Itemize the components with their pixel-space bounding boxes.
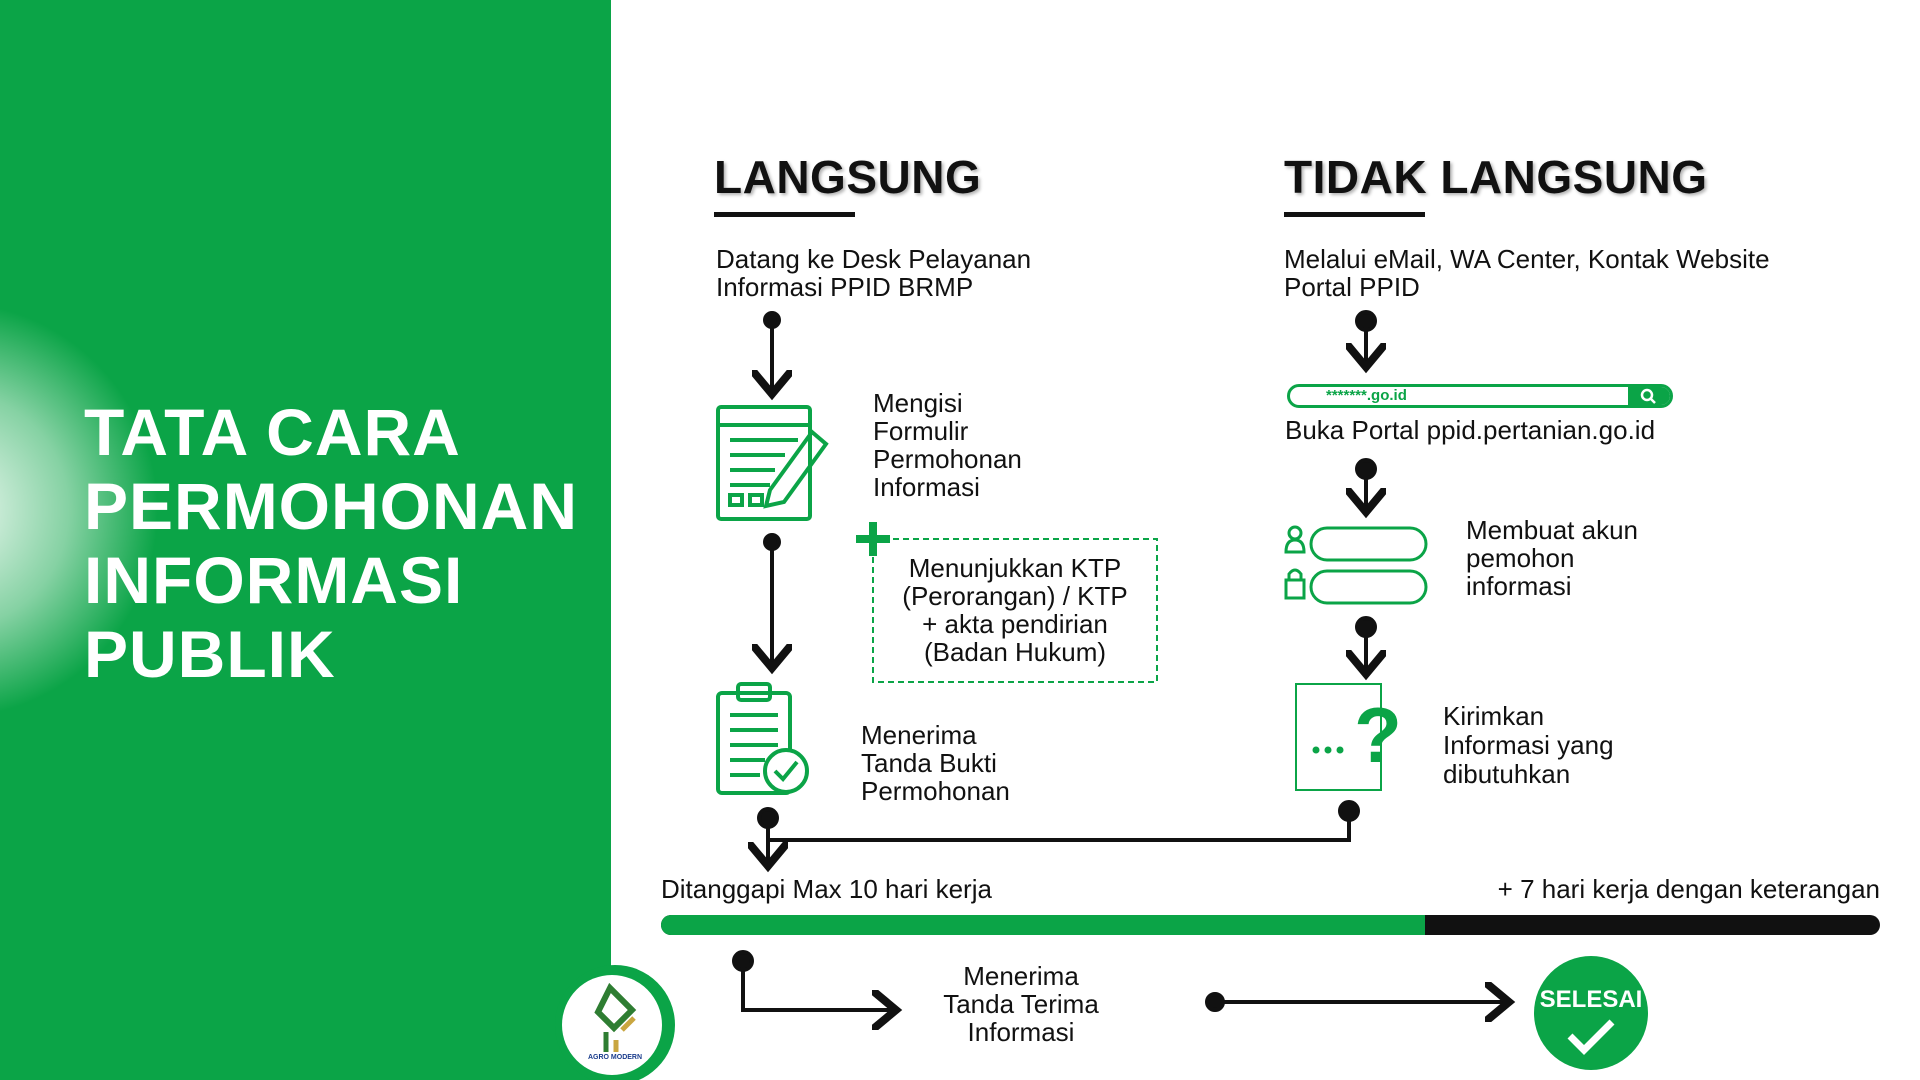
search-icon bbox=[1640, 388, 1656, 404]
text-line: (Perorangan) / KTP bbox=[902, 581, 1128, 611]
text-line: Formulir bbox=[873, 416, 969, 446]
tidak-langsung-step2: Buka Portal ppid.pertanian.go.id bbox=[1285, 415, 1656, 445]
search-input[interactable]: *******.go.id bbox=[1326, 387, 1407, 404]
agro-modern-logo bbox=[555, 965, 675, 1080]
done-label: SELESAI bbox=[1539, 986, 1643, 1013]
heading-underline bbox=[714, 212, 855, 217]
form-icon bbox=[716, 405, 829, 521]
text-line: Informasi bbox=[873, 472, 980, 502]
text-line: Permohonan bbox=[873, 444, 1022, 474]
timeline-right-label: + 7 hari kerja dengan keterangan bbox=[1497, 874, 1880, 904]
text-line: Informasi PPID BRMP bbox=[716, 272, 974, 302]
text-line: (Badan Hukum) bbox=[923, 637, 1107, 667]
merge-line bbox=[766, 811, 1351, 842]
langsung-step3: Menerima Tanda Bukti Permohonan bbox=[861, 721, 1010, 805]
tidak-langsung-step4: Kirimkan Informasi yang dibutuhkan bbox=[1443, 702, 1614, 789]
heading-underline bbox=[1284, 212, 1425, 217]
title-line: PERMOHONAN bbox=[84, 469, 579, 543]
left-panel: TATA CARA PERMOHONAN INFORMASI PUBLIK bbox=[0, 0, 611, 1080]
timeline-left-label: Ditanggapi Max 10 hari kerja bbox=[661, 874, 992, 904]
tidak-langsung-heading: TIDAK LANGSUNG bbox=[1284, 151, 1708, 203]
arrow-right bbox=[741, 961, 892, 1010]
clipboard-check-icon bbox=[716, 682, 809, 795]
langsung-heading: LANGSUNG bbox=[714, 151, 982, 203]
text-line: Portal PPID bbox=[1284, 272, 1420, 302]
final-receive: Menerima Tanda Terima Informasi bbox=[881, 962, 1161, 1046]
question-box-icon: ? bbox=[1295, 683, 1402, 791]
title-line: TATA CARA bbox=[84, 395, 461, 469]
check-icon bbox=[1567, 1019, 1615, 1055]
text-line: Menerima bbox=[861, 720, 977, 750]
timeline-bar bbox=[661, 915, 1880, 935]
timeline-fill bbox=[661, 915, 1426, 935]
text-line: Kirimkan bbox=[1443, 701, 1545, 731]
tidak-langsung-step1: Melalui eMail, WA Center, Kontak Website… bbox=[1284, 245, 1770, 301]
langsung-step1: Datang ke Desk Pelayanan Informasi PPID … bbox=[716, 245, 1031, 301]
requirement-text: Menunjukkan KTP (Perorangan) / KTP + akt… bbox=[873, 554, 1157, 666]
text-line: + akta pendirian bbox=[922, 609, 1108, 639]
text-line: Informasi bbox=[967, 1017, 1075, 1047]
text-line: Permohonan bbox=[861, 776, 1010, 806]
text-line: Informasi yang bbox=[1443, 730, 1614, 760]
page-title: TATA CARA PERMOHONAN INFORMASI PUBLIK bbox=[84, 395, 578, 691]
langsung-step2: Mengisi Formulir Permohonan Informasi bbox=[873, 389, 1022, 501]
requirement-box bbox=[872, 538, 1158, 683]
title-line: PUBLIK bbox=[84, 617, 336, 691]
text-line: informasi bbox=[1466, 571, 1572, 601]
svg-text:?: ? bbox=[1354, 691, 1402, 779]
logo-text: AGRO MODERN bbox=[587, 1054, 643, 1061]
search-bar[interactable]: *******.go.id bbox=[1287, 384, 1673, 408]
done-badge: SELESAI bbox=[1534, 956, 1648, 1070]
text-line: pemohon bbox=[1466, 543, 1575, 573]
text-line: Datang ke Desk Pelayanan bbox=[716, 244, 1032, 274]
text-line: Membuat akun bbox=[1466, 515, 1638, 545]
text-line: dibutuhkan bbox=[1443, 759, 1571, 789]
text-line: Menunjukkan KTP bbox=[908, 553, 1122, 583]
account-form-icon bbox=[1284, 525, 1428, 605]
tidak-langsung-step3: Membuat akun pemohon informasi bbox=[1466, 516, 1638, 600]
text-line: Menerima bbox=[963, 961, 1079, 991]
text-line: Tanda Terima bbox=[943, 989, 1099, 1019]
title-line: INFORMASI bbox=[84, 543, 464, 617]
text-line: Tanda Bukti bbox=[861, 748, 997, 778]
search-button[interactable] bbox=[1628, 387, 1670, 405]
text-line: Melalui eMail, WA Center, Kontak Website bbox=[1284, 244, 1770, 274]
text-line: Mengisi bbox=[873, 388, 963, 418]
